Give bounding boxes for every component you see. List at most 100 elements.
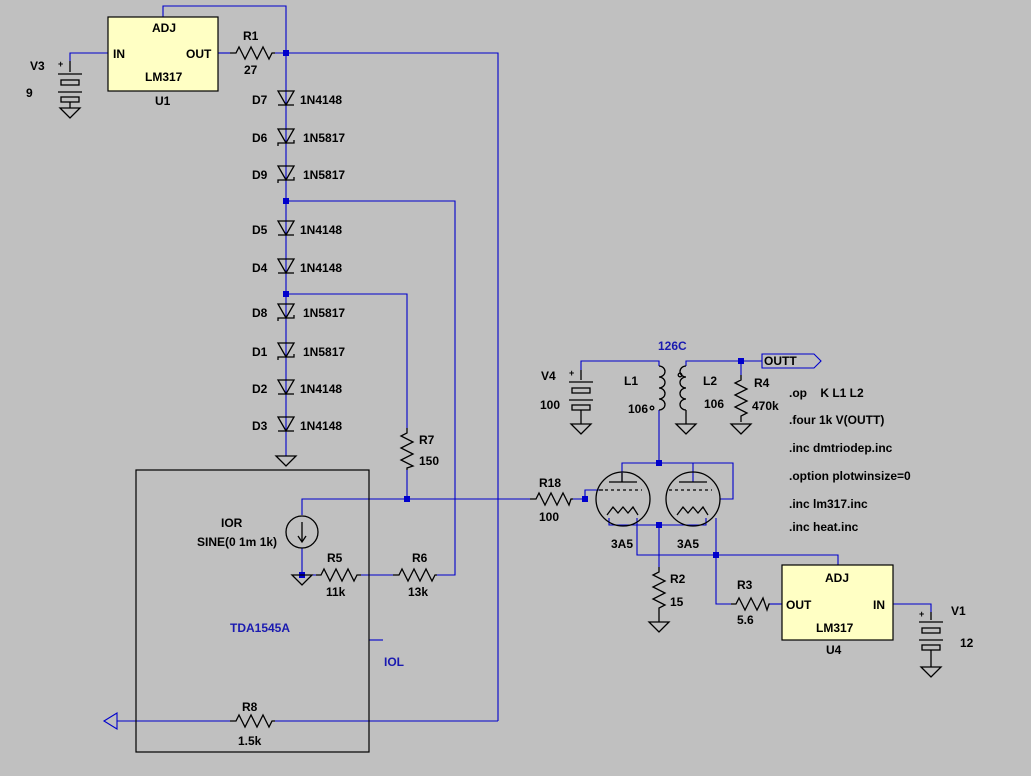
- diode-d7[interactable]: D7 1N4148: [252, 90, 342, 107]
- value-label: 15: [670, 595, 684, 609]
- spice-directive[interactable]: .option plotwinsize=0: [789, 469, 911, 483]
- diode-part-label: 1N4148: [300, 223, 342, 237]
- value-label: 106: [704, 397, 724, 411]
- regulator-body: [781, 564, 894, 641]
- spice-directive[interactable]: .inc heat.inc: [789, 520, 859, 534]
- ic-block-tda1545a[interactable]: TDA1545A IOL: [135, 469, 404, 753]
- wire-top-rail: [275, 52, 499, 721]
- value-label: 150: [419, 454, 439, 468]
- diode-triangle: [276, 258, 296, 275]
- resistor-r8[interactable]: R8 1.5k: [230, 700, 275, 748]
- ref-label: R1: [243, 29, 259, 43]
- ground-icon: [919, 666, 943, 678]
- diode-ref-label: D6: [252, 131, 268, 145]
- voltage-source-v1[interactable]: + V1 12: [919, 604, 974, 678]
- diode-cathode-bar: [277, 315, 295, 321]
- part-label: LM317: [145, 70, 183, 84]
- diode-d3[interactable]: D3 1N4148: [252, 416, 342, 433]
- tube-right[interactable]: 3A5: [665, 471, 721, 551]
- value-label: 13k: [408, 585, 428, 599]
- value-label: 5.6: [737, 613, 754, 627]
- spice-directive[interactable]: .four 1k V(OUTT): [789, 413, 884, 427]
- polarity-dot: [649, 405, 655, 411]
- resistor-zigzag: [733, 375, 749, 422]
- ref-label: U4: [826, 643, 842, 657]
- net-flag-outt[interactable]: OUTT: [761, 353, 822, 369]
- resistor-r5[interactable]: R5 11k: [316, 551, 361, 599]
- wire-in-v1: [893, 603, 932, 612]
- diode-ref-label: D5: [252, 223, 268, 237]
- current-source-ior[interactable]: IOR SINE(0 1m 1k): [197, 515, 319, 549]
- voltage-source-v4[interactable]: + V4 100: [540, 368, 593, 435]
- tube-envelope: [595, 471, 651, 527]
- diode-ref-label: D1: [252, 345, 268, 359]
- resistor-r2[interactable]: R2 15: [647, 567, 686, 633]
- tube-envelope: [665, 471, 721, 527]
- pin-out-label: OUT: [186, 47, 212, 61]
- junction-dot: [283, 50, 289, 56]
- junction-dot: [738, 358, 744, 364]
- ref-label: R5: [327, 551, 343, 565]
- resistor-r18[interactable]: R18 100: [530, 476, 573, 524]
- value-label: 12: [960, 636, 974, 650]
- wire-ior-r5: [301, 548, 316, 576]
- junction-dot: [656, 522, 662, 528]
- inductor-l2-coil: [679, 365, 687, 411]
- regulator-u4[interactable]: ADJ OUT IN LM317 U4: [781, 564, 894, 657]
- wire-fil-mid: [659, 518, 707, 526]
- battery-plate: [60, 79, 80, 86]
- resistor-r7[interactable]: R7 150: [399, 428, 439, 470]
- current-source-circle: [285, 515, 319, 549]
- resistor-r4[interactable]: R4 470k: [729, 375, 779, 435]
- ground-icon: [569, 423, 593, 435]
- diode-d6[interactable]: D6 1N5817: [252, 128, 345, 146]
- ground-icon: [58, 107, 82, 119]
- transformer-126c[interactable]: 126C L1 106 L2 106: [624, 339, 724, 435]
- tube-filament: [606, 505, 639, 516]
- resistor-r6[interactable]: R6 13k: [393, 551, 437, 599]
- diode-d5[interactable]: D5 1N4148: [252, 220, 342, 237]
- value-label: 9: [26, 86, 33, 100]
- resistor-zigzag: [530, 491, 573, 507]
- value-label: 11k: [326, 585, 346, 599]
- ic-pin-label: IOL: [384, 655, 404, 669]
- diode-ref-label: D7: [252, 93, 268, 107]
- resistor-zigzag: [731, 596, 770, 613]
- diode-part-label: 1N4148: [300, 419, 342, 433]
- resistor-r1[interactable]: R1 27: [230, 29, 275, 77]
- junction-dot: [404, 496, 410, 502]
- regulator-u1[interactable]: ADJ IN OUT LM317 U1: [107, 16, 219, 108]
- transformer-label: 126C: [658, 339, 687, 353]
- wire-d9-r6: [286, 200, 456, 576]
- diode-triangle: [276, 379, 296, 396]
- diode-ref-label: D3: [252, 419, 268, 433]
- diode-part-label: 1N4148: [300, 382, 342, 396]
- wire-u1-adj: [162, 5, 287, 53]
- pin-adj-label: ADJ: [152, 21, 176, 35]
- diode-ref-label: D4: [252, 261, 268, 275]
- diode-part-label: 1N5817: [303, 306, 345, 320]
- diode-part-label: 1N4148: [300, 93, 342, 107]
- value-label: 27: [244, 63, 258, 77]
- resistor-r3[interactable]: R3 5.6: [731, 578, 770, 627]
- spice-directive[interactable]: .op K L1 L2: [789, 386, 864, 400]
- tube-left[interactable]: 3A5: [595, 471, 651, 551]
- voltage-source-v3[interactable]: + V3 9: [26, 59, 82, 119]
- ref-label: R8: [242, 700, 258, 714]
- diode-part-label: 1N5817: [303, 131, 345, 145]
- spice-directive[interactable]: .inc lm317.inc: [789, 497, 868, 511]
- diode-ref-label: D9: [252, 168, 268, 182]
- pin-in-label: IN: [113, 47, 125, 61]
- polarity-dot: [677, 372, 683, 378]
- ic-block-outline: [135, 469, 370, 753]
- battery-plate: [60, 96, 80, 103]
- junction-dot: [582, 496, 588, 502]
- spice-directive[interactable]: .inc dmtriodep.inc: [789, 441, 893, 455]
- value-label: 106: [628, 402, 648, 416]
